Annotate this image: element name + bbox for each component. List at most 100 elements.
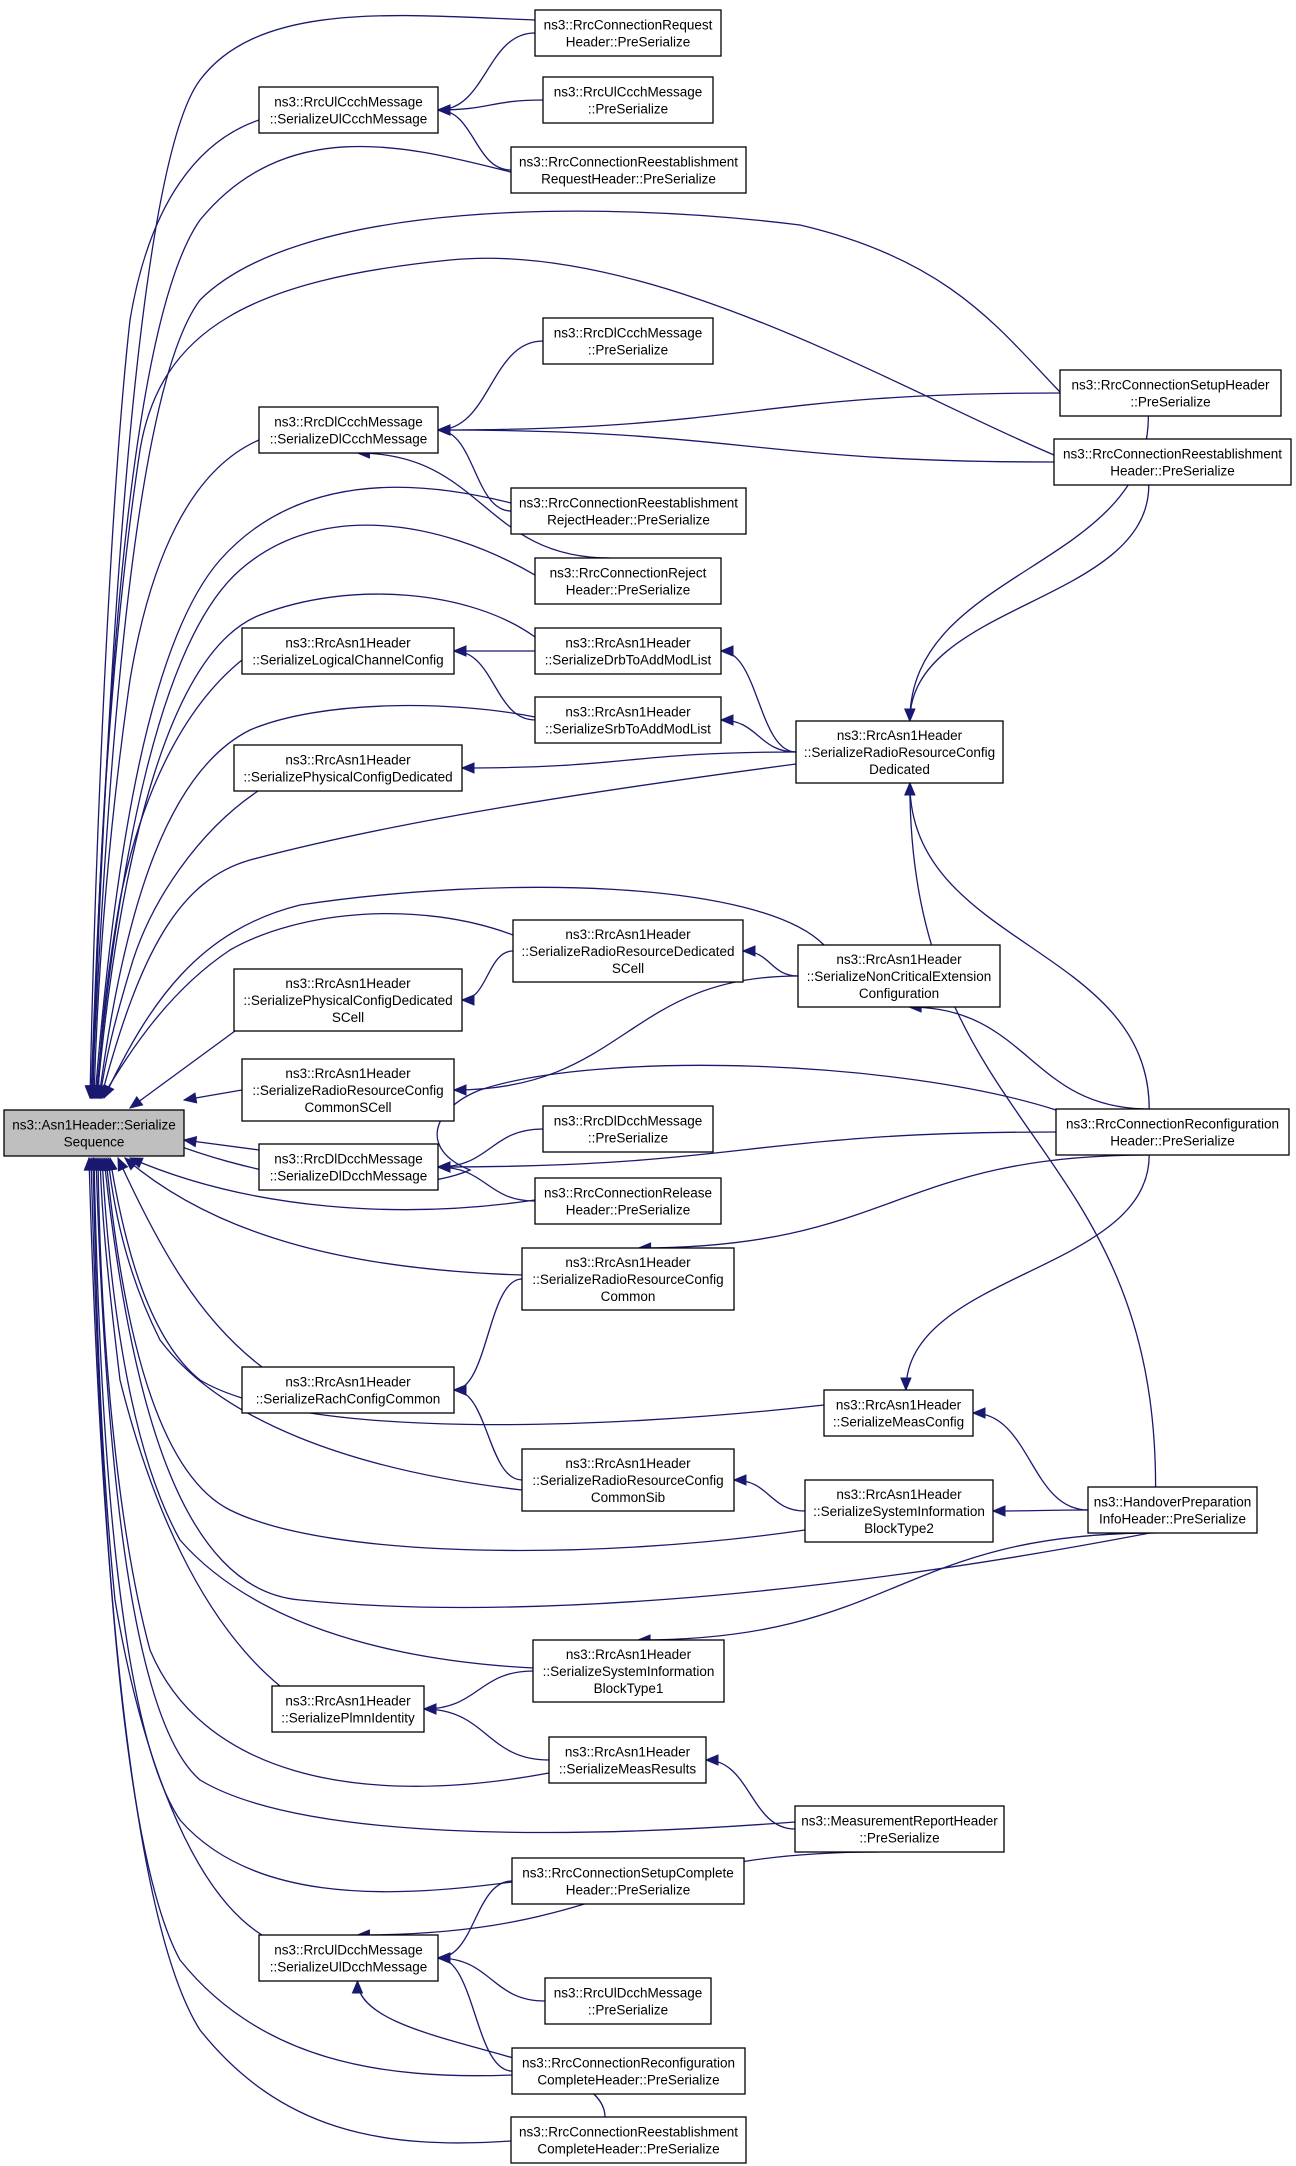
edge-rrc_ded-from-reconf_pre (909, 782, 1150, 1110)
node-drb[interactable]: ns3::RrcAsn1Header::SerializeDrbToAddMod… (534, 627, 722, 675)
edge-root-from-drb (96, 593, 536, 1099)
node-label-line: ::SerializeMeasConfig (833, 1415, 964, 1430)
edge-root-from-rrc_common-arrowhead (124, 1157, 139, 1171)
node-reestc_pre[interactable]: ns3::RrcConnectionReestablishmentComplet… (510, 2116, 747, 2164)
node-uldcch_pre[interactable]: ns3::RrcUlDcchMessage::PreSerialize (544, 1977, 712, 2025)
edge-rrc_common-from-reconf_pre (638, 1154, 1150, 1249)
node-box (797, 944, 1001, 1008)
node-label-line: Header::PreSerialize (566, 1883, 691, 1898)
node-setup_pre[interactable]: ns3::RrcConnectionSetupHeader::PreSerial… (1059, 369, 1282, 417)
node-dlccch_pre[interactable]: ns3::RrcDlCcchMessage::PreSerialize (542, 317, 714, 365)
node-logch[interactable]: ns3::RrcAsn1Header::SerializeLogicalChan… (241, 627, 455, 675)
edge-root-from-release_pre (129, 1157, 536, 1211)
edge-dlccch_ser-from-reest_pre (437, 429, 1055, 463)
node-label-line: Header::PreSerialize (1110, 1134, 1235, 1149)
node-ulccch_pre[interactable]: ns3::RrcUlCcchMessage::PreSerialize (542, 76, 714, 124)
node-box (521, 1448, 735, 1512)
edge-rrc_common_scell-from-noncrit (453, 975, 799, 1091)
node-measrep_pre[interactable]: ns3::MeasurementReportHeader::PreSeriali… (794, 1805, 1005, 1853)
node-reconf_pre[interactable]: ns3::RrcConnectionReconfigurationHeader:… (1055, 1108, 1290, 1156)
node-reconfc_pre[interactable]: ns3::RrcConnectionReconfigurationComplet… (511, 2047, 746, 2095)
node-layer: ns3::Asn1Header::SerializeSequencens3::R… (3, 9, 1292, 2164)
edge-root-from-sib1 (101, 1157, 534, 1669)
edge-dldcch_ser-from-reconf_pre-arrowhead (436, 1161, 451, 1173)
node-label-line: SCell (612, 961, 644, 976)
edge-rach-from-rrc_common_sib (453, 1389, 523, 1481)
node-label-line: ns3::RrcUlDcchMessage (274, 1943, 423, 1958)
node-uldcch_ser[interactable]: ns3::RrcUlDcchMessage::SerializeUlDcchMe… (258, 1934, 439, 1982)
node-rrc_ded[interactable]: ns3::RrcAsn1Header::SerializeRadioResour… (795, 720, 1004, 784)
node-release_pre[interactable]: ns3::RrcConnectionReleaseHeader::PreSeri… (534, 1177, 722, 1225)
node-setupc_pre[interactable]: ns3::RrcConnectionSetupCompleteHeader::P… (511, 1857, 745, 1905)
node-handover_pre[interactable]: ns3::HandoverPreparationInfoHeader::PreS… (1087, 1486, 1258, 1534)
node-rach[interactable]: ns3::RrcAsn1Header::SerializeRachConfigC… (241, 1366, 455, 1414)
node-phys_ded_scell[interactable]: ns3::RrcAsn1Header::SerializePhysicalCon… (233, 968, 463, 1032)
node-reest_pre[interactable]: ns3::RrcConnectionReestablishmentHeader:… (1053, 438, 1292, 486)
edge-root-from-rach (117, 1157, 263, 1368)
node-label-line: ns3::RrcConnectionSetupComplete (522, 1866, 734, 1881)
node-label-line: ns3::RrcAsn1Header (285, 976, 411, 991)
edge-noncrit-from-reconf_pre (909, 1006, 1150, 1110)
node-label-line: RejectHeader::PreSerialize (547, 513, 710, 528)
node-dldcch_pre[interactable]: ns3::RrcDlDcchMessage::PreSerialize (542, 1105, 714, 1153)
edge-dlccch_ser-from-reject_pre (357, 452, 610, 559)
edge-root-from-setupc_pre (93, 1157, 513, 1893)
node-box (1053, 438, 1292, 486)
node-label-line: ns3::RrcAsn1Header (836, 1487, 962, 1502)
node-reject_pre[interactable]: ns3::RrcConnectionRejectHeader::PreSeria… (534, 557, 722, 605)
node-dlccch_ser[interactable]: ns3::RrcDlCcchMessage::SerializeDlCcchMe… (258, 406, 439, 454)
node-phys_ded[interactable]: ns3::RrcAsn1Header::SerializePhysicalCon… (233, 744, 463, 792)
node-label-line: ns3::RrcDlCcchMessage (554, 326, 703, 341)
node-ulccch_ser[interactable]: ns3::RrcUlCcchMessage::SerializeUlCcchMe… (258, 86, 439, 134)
node-reest_req_pre[interactable]: ns3::RrcConnectionReestablishmentRequest… (510, 146, 747, 194)
edge-layer (83, 14, 1157, 2144)
node-meascfg[interactable]: ns3::RrcAsn1Header::SerializeMeasConfig (823, 1389, 974, 1437)
edge-rrc_common_scell-from-noncrit-arrowhead (452, 1084, 467, 1096)
node-dldcch_ser[interactable]: ns3::RrcDlDcchMessage::SerializeDlDcchMe… (258, 1143, 439, 1191)
node-reest_rej_pre[interactable]: ns3::RrcConnectionReestablishmentRejectH… (510, 487, 747, 535)
node-sib1[interactable]: ns3::RrcAsn1Header::SerializeSystemInfor… (532, 1639, 725, 1703)
node-label-line: ::SerializeRadioResourceConfig (532, 1272, 723, 1287)
node-sib2[interactable]: ns3::RrcAsn1Header::SerializeSystemInfor… (804, 1479, 994, 1543)
node-rrc_common_sib[interactable]: ns3::RrcAsn1Header::SerializeRadioResour… (521, 1448, 735, 1512)
edge-ulccch_ser-from-conn_req_pre (437, 32, 536, 111)
node-label-line: SCell (332, 1010, 364, 1025)
node-label-line: ns3::RrcUlCcchMessage (274, 95, 423, 110)
node-rr_ded_scell[interactable]: ns3::RrcAsn1Header::SerializeRadioResour… (512, 919, 744, 983)
edge-root-from-handover_pre (103, 1157, 1151, 1609)
edge-root-from-measrep_pre (95, 1157, 796, 1834)
node-label-line: CompleteHeader::PreSerialize (537, 2073, 719, 2088)
node-label-line: ns3::RrcConnectionReestablishment (1063, 447, 1282, 462)
node-srb[interactable]: ns3::RrcAsn1Header::SerializeSrbToAddMod… (534, 696, 722, 744)
edge-measres-from-measrep_pre-arrowhead (704, 1754, 719, 1766)
node-conn_req_pre[interactable]: ns3::RrcConnectionRequestHeader::PreSeri… (534, 9, 722, 57)
node-box (511, 1857, 745, 1905)
node-box (521, 1247, 735, 1311)
node-box (510, 2116, 747, 2164)
node-measres[interactable]: ns3::RrcAsn1Header::SerializeMeasResults (548, 1736, 707, 1784)
node-label-line: ns3::RrcAsn1Header (285, 1375, 411, 1390)
edge-rrc_ded-from-reest_pre-arrowhead (904, 708, 916, 723)
node-box (241, 1058, 455, 1122)
edge-rach-from-rrc_common_sib-arrowhead (452, 1384, 467, 1396)
edge-phys_ded_scell-from-rr_ded_scell-arrowhead (460, 994, 475, 1006)
edge-root-from-ulccch_ser (89, 119, 260, 1099)
edge-plmn-from-measres (423, 1708, 550, 1761)
node-label-line: ns3::RrcAsn1Header (565, 705, 691, 720)
node-label-line: RequestHeader::PreSerialize (541, 172, 716, 187)
node-label-line: Sequence (64, 1135, 125, 1150)
node-plmn[interactable]: ns3::RrcAsn1Header::SerializePlmnIdentit… (271, 1685, 425, 1733)
edge-root-from-rrc_common (124, 1157, 523, 1276)
edge-root-from-rrc_common_sib (107, 1157, 523, 1491)
node-rrc_common[interactable]: ns3::RrcAsn1Header::SerializeRadioResour… (521, 1247, 735, 1311)
node-label-line: ns3::RrcAsn1Header (836, 952, 962, 967)
node-rrc_common_scell[interactable]: ns3::RrcAsn1Header::SerializeRadioResour… (241, 1058, 455, 1122)
edge-root-from-conn_req_pre (91, 14, 536, 1099)
edge-root-from-measres (97, 1157, 550, 1787)
node-noncrit[interactable]: ns3::RrcAsn1Header::SerializeNonCritical… (797, 944, 1001, 1008)
node-label-line: ns3::RrcAsn1Header (285, 753, 411, 768)
node-label-line: ns3::RrcAsn1Header (565, 927, 691, 942)
edge-sib1-from-handover_pre (638, 1532, 1156, 1641)
node-box (511, 2047, 746, 2095)
